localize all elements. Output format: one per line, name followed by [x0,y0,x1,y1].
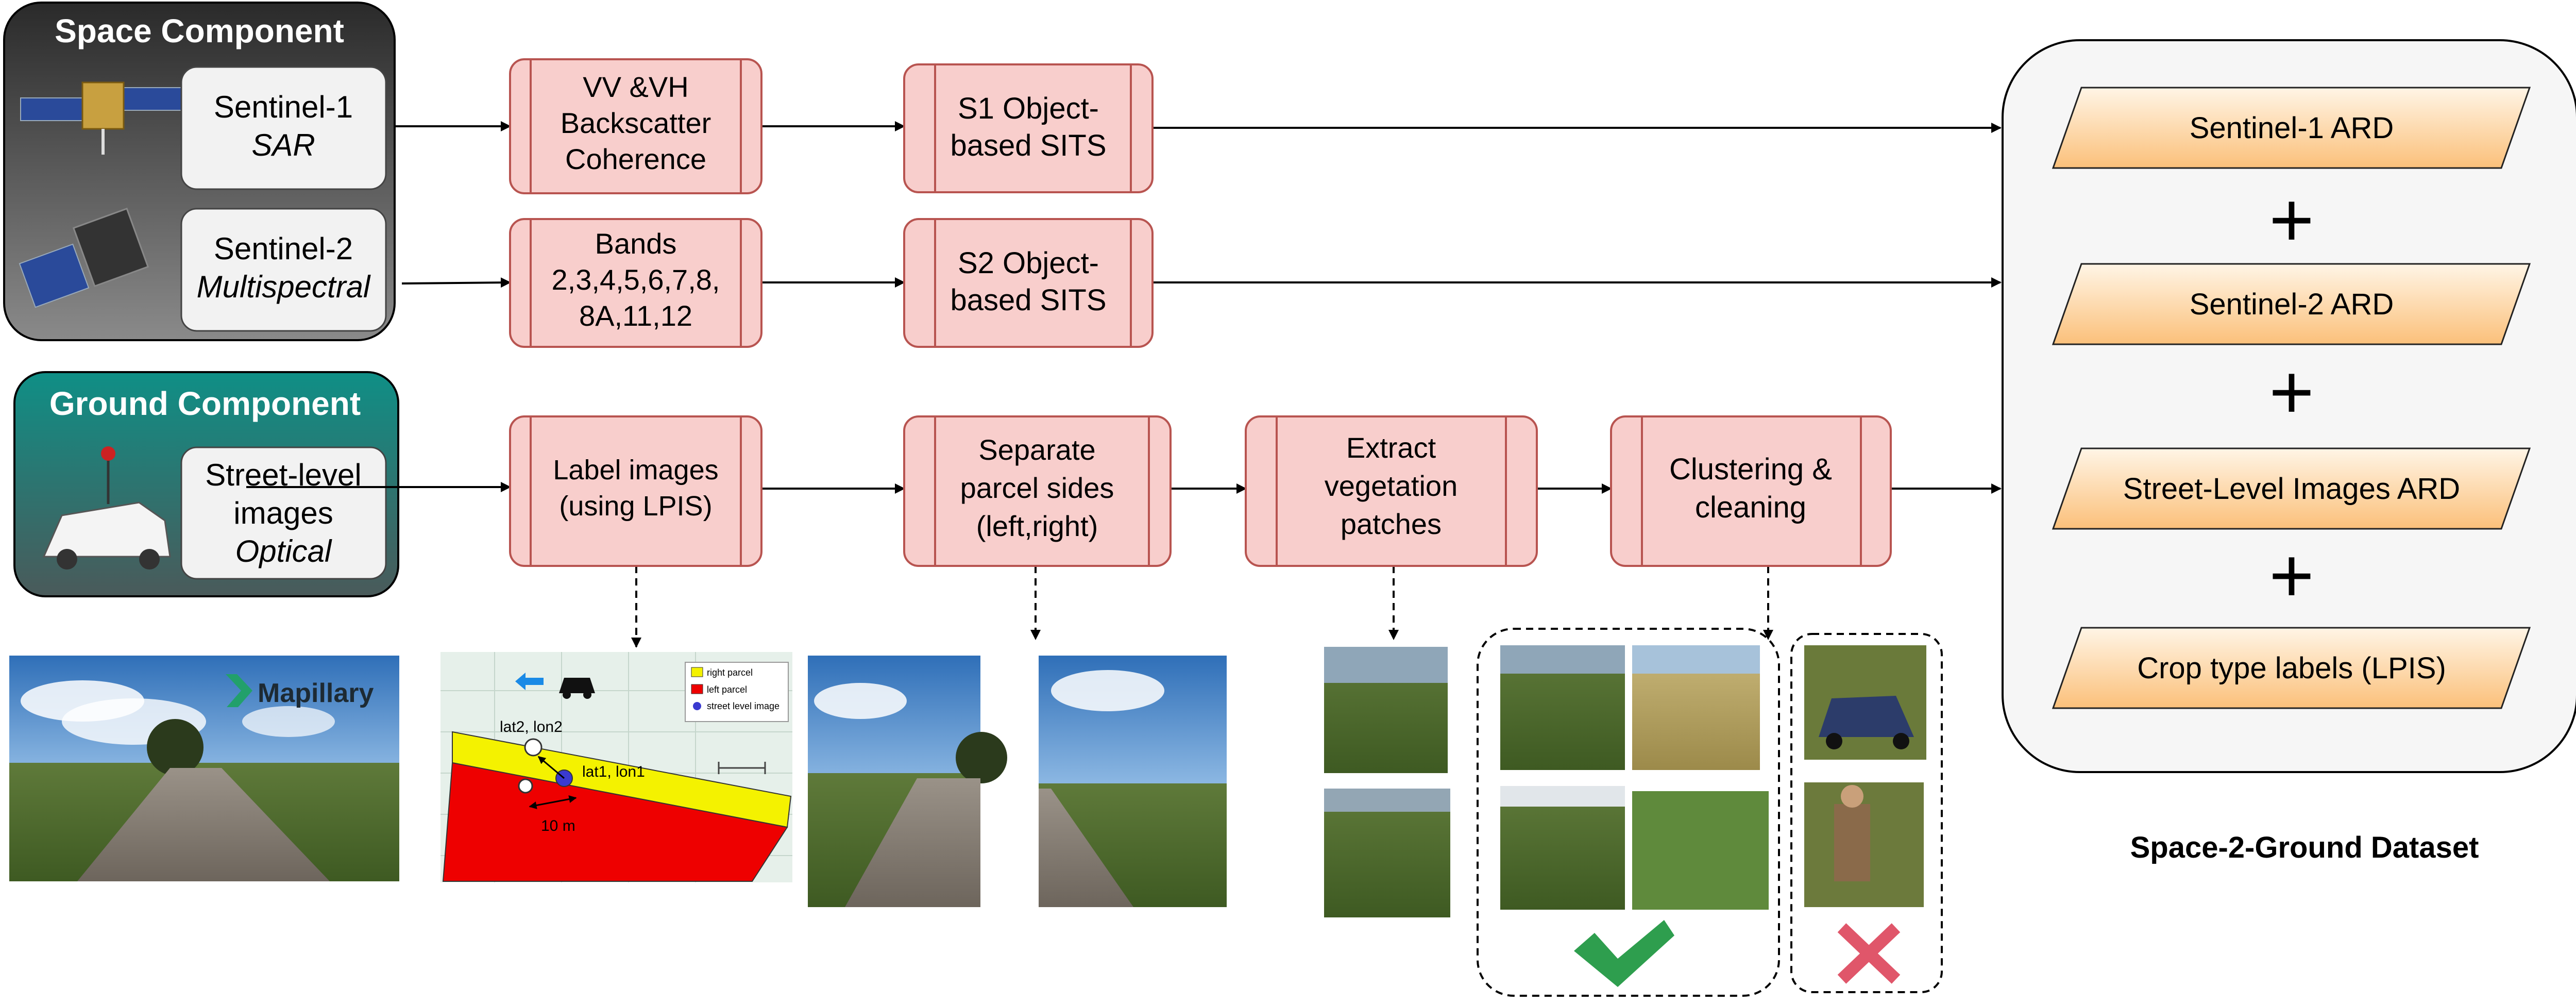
street-level-card: Street-level images Optical [180,446,387,580]
satellite2-icon [19,207,149,308]
process-box-separate-sides: Separate parcel sides (left,right) [903,415,1172,567]
sentinel1-name: Sentinel-1 [214,90,353,124]
mapillary-brand: Mapillary [258,678,374,708]
process-box-bands: Bands 2,3,4,5,6,7,8, 8A,11,12 [509,218,762,348]
legend-left-parcel: left parcel [707,684,747,695]
space-component-title: Space Component [55,12,344,49]
clustering-line2: cleaning [1695,491,1806,524]
process-box-extract-vegetation: Extract vegetation patches [1245,415,1538,567]
bands-line3: 8A,11,12 [579,299,692,332]
side-photo-right [1039,656,1227,907]
separate-sides-line2: parcel sides [960,472,1114,504]
legend-right-parcel: right parcel [707,667,753,678]
good-cluster-group [1477,628,1780,997]
bands-line2: 2,3,4,5,6,7,8, [552,263,720,296]
plus-sign-1: + [2269,176,2314,263]
car-icon [42,446,171,570]
sentinel2-card: Sentinel-2 Multispectral [180,208,387,332]
street-level-line2: images [233,496,333,530]
process-box-s2-sits: S2 Object- based SITS [903,218,1154,348]
extract-veg-line3: patches [1341,508,1442,540]
veg-patch-2 [1324,789,1450,917]
s2-sits-line1: S2 Object- [958,246,1099,280]
map-car-icon [559,678,595,699]
check-icon [1574,920,1674,987]
rejected-cluster-group [1790,633,1943,993]
vv-vh-line1: VV &VH [583,71,688,103]
label-p1: lat1, lon1 [582,763,645,780]
extract-veg-line1: Extract [1346,431,1436,464]
separate-sides-line3: (left,right) [976,510,1098,542]
label-dist: 10 m [541,817,575,834]
ground-component-panel: Ground Component Street-level images Opt… [13,371,399,597]
dataset-item-text-3: Street-Level Images ARD [2123,472,2460,506]
space-component-panel: Space Component Sentinel-1 SAR Sentinel-… [3,2,396,341]
mapillary-photo: Mapillary [9,656,399,881]
sentinel1-card: Sentinel-1 SAR [180,66,387,190]
process-box-clustering: Clustering & cleaning [1610,415,1892,567]
veg-patch-1 [1324,647,1448,773]
process-box-vv-vh: VV &VH Backscatter Coherence [509,58,762,194]
dataset-item-crop-labels: Crop type labels (LPIS) [2052,627,2531,709]
s1-sits-line2: based SITS [950,129,1106,162]
direction-arrow-icon [515,673,544,690]
sentinel2-name: Sentinel-2 [214,231,353,266]
label-images-line2: (using LPIS) [559,491,712,522]
mapillary-logo-icon [226,674,252,707]
street-level-type: Optical [235,534,332,568]
clustering-line1: Clustering & [1669,453,1832,486]
ground-component-title: Ground Component [49,385,361,422]
bands-line1: Bands [595,227,677,260]
connectors [246,121,2002,648]
process-box-s1-sits: S1 Object- based SITS [903,63,1154,193]
good-patch-3 [1500,786,1625,910]
legend: right parcel left parcel street level im… [685,662,789,722]
dataset-item-text-4: Crop type labels (LPIS) [2137,651,2446,685]
plus-sign-3: + [2269,532,2314,618]
label-p2: lat2, lon2 [500,718,563,735]
satellite-icon [20,81,186,155]
side-photo-left [808,656,1007,907]
rejected-patch-car [1804,645,1926,760]
dataset-item-sentinel1-ard: Sentinel-1 ARD [2052,87,2531,169]
sentinel1-type: SAR [251,128,315,162]
sentinel2-type: Multispectral [197,270,371,304]
parcel-map: right parcel left parcel street level im… [440,652,792,882]
point-p1 [518,778,533,794]
separate-sides-line1: Separate [978,433,1095,466]
dataset-caption: Space-2-Ground Dataset [2130,831,2479,864]
dataset-item-street-level-ard: Street-Level Images ARD [2052,447,2531,530]
extract-veg-line2: vegetation [1325,470,1458,502]
good-patch-4 [1632,791,1769,910]
s2-sits-line2: based SITS [950,283,1106,317]
dataset-item-text-2: Sentinel-2 ARD [2190,288,2394,321]
plus-sign-2: + [2269,348,2314,435]
rejected-patch-person [1804,782,1924,907]
good-patch-2 [1632,645,1760,770]
dataset-item-sentinel2-ard: Sentinel-2 ARD [2052,263,2531,345]
dataset-panel: Sentinel-1 ARD + Sentinel-2 ARD + Street… [2002,39,2576,773]
s1-sits-line1: S1 Object- [958,92,1099,125]
dataset-item-text-1: Sentinel-1 ARD [2190,111,2394,145]
process-box-label-images: Label images (using LPIS) [509,415,762,567]
vv-vh-line3: Coherence [565,143,706,175]
label-images-line1: Label images [553,455,718,486]
cross-icon [1837,923,1901,984]
point-p2 [524,738,543,757]
good-patch-1 [1500,645,1625,770]
vv-vh-line2: Backscatter [561,107,711,139]
legend-street-image: street level image [707,701,779,711]
